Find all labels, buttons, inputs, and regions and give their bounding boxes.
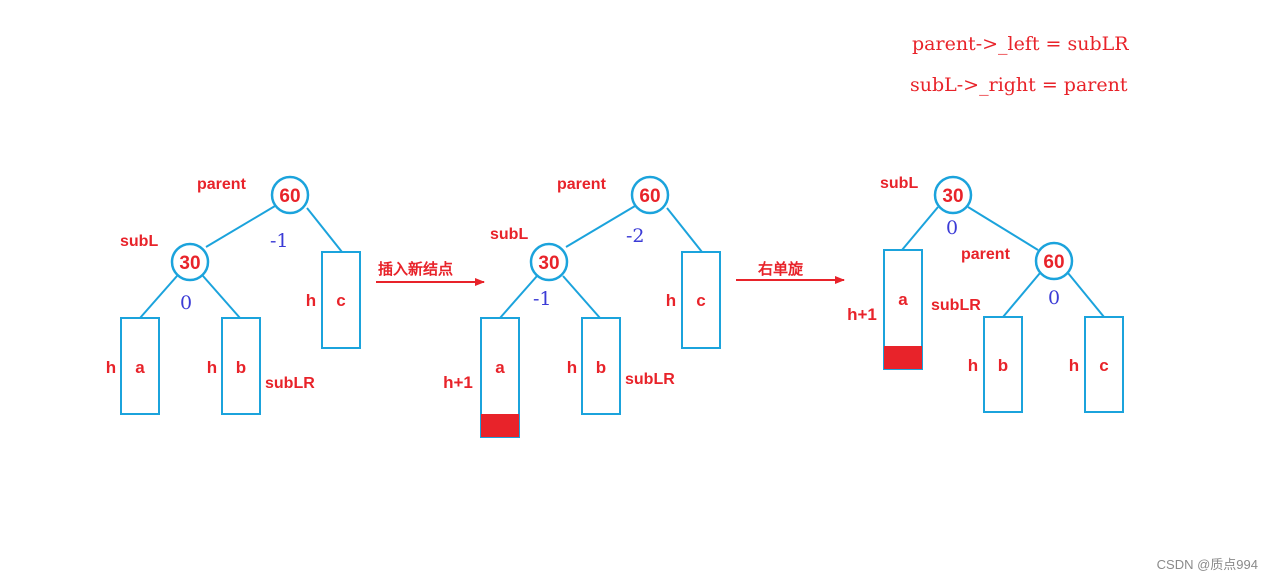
subtree-b: [581, 317, 621, 415]
node-subl: [170, 242, 210, 282]
node-subl: [933, 175, 973, 215]
node-parent-value: 60: [279, 186, 300, 207]
subtree-b-name: b: [596, 358, 606, 377]
node-subl-value: 30: [942, 186, 963, 207]
edge-subl-a: [499, 275, 538, 319]
edge-subl-b: [202, 275, 241, 319]
label-parent: parent: [961, 246, 1011, 263]
subtree-b-name: b: [998, 356, 1008, 375]
label-sublr: subLR: [625, 371, 675, 388]
label-parent: parent: [197, 176, 247, 193]
subtree-b: [221, 317, 261, 415]
code-line-parent-left: parent->_left = subLR: [912, 33, 1129, 55]
subtree-c: [1084, 316, 1124, 413]
step-insert-label: 插入新结点: [378, 260, 453, 278]
node-parent: [1034, 241, 1074, 281]
edge-parent-b: [1002, 272, 1041, 318]
edge-subl-parent: [967, 206, 1039, 251]
inserted-node-block: [481, 414, 519, 437]
edge-parent-c: [1067, 272, 1105, 318]
subtree-c-name: c: [696, 291, 705, 310]
step-insert: 插入新结点: [376, 260, 485, 286]
subtree-c-name: c: [1099, 356, 1108, 375]
subtree-b: [983, 316, 1023, 413]
node-subl-value: 30: [179, 253, 200, 274]
edge-subl-b: [562, 275, 601, 319]
subtree-b-name: b: [236, 358, 246, 377]
label-parent: parent: [557, 176, 607, 193]
node-parent: [630, 175, 670, 215]
subtree-c: [681, 251, 721, 349]
subtree-a-name: a: [495, 358, 505, 377]
subtree-a-height: h+1: [443, 373, 473, 392]
diagram-before-insert: 60 parent -1 30 subL 0 a h b h subLR c h: [106, 175, 361, 415]
node-subl: [529, 242, 569, 282]
edge-subl-a: [901, 206, 939, 251]
label-subl: subL: [120, 233, 158, 250]
edge-parent-subl: [205, 205, 276, 248]
subtree-c: [321, 251, 361, 349]
subtree-a: [120, 317, 160, 415]
node-parent: [270, 175, 310, 215]
subtree-b-height: h: [207, 358, 217, 377]
subl-balance-factor: 0: [180, 292, 192, 314]
subtree-a-name: a: [135, 358, 145, 377]
watermark: CSDN @质点994: [1157, 557, 1258, 572]
parent-balance-factor: -2: [626, 225, 645, 247]
node-subl-value: 30: [538, 253, 559, 274]
subtree-b-height: h: [567, 358, 577, 377]
label-subl: subL: [490, 226, 528, 243]
subtree-a-name: a: [898, 290, 908, 309]
subtree-c-height: h: [306, 291, 316, 310]
subtree-c-height: h: [666, 291, 676, 310]
parent-balance-factor: 0: [1048, 287, 1060, 309]
subtree-b-height: h: [968, 356, 978, 375]
step-rotate-label: 右单旋: [758, 260, 804, 278]
subtree-a-height: h: [106, 358, 116, 377]
subtree-c-height: h: [1069, 356, 1079, 375]
edge-subl-a: [139, 275, 178, 319]
subl-balance-factor: 0: [946, 217, 958, 239]
subtree-c-name: c: [336, 291, 345, 310]
label-subl: subL: [880, 175, 918, 192]
node-parent-value: 60: [1043, 252, 1064, 273]
inserted-node-block: [884, 346, 922, 369]
diagram-after-insert: 60 parent -2 30 subL -1 a h+1 b h subLR …: [443, 175, 721, 438]
diagram-after-rotation: 30 subL 0 60 parent 0 a h+1 subLR b h c …: [847, 175, 1124, 413]
label-sublr: subLR: [265, 375, 315, 392]
subl-balance-factor: -1: [533, 288, 552, 310]
code-line-subl-right: subL->_right = parent: [910, 74, 1128, 96]
parent-balance-factor: -1: [270, 230, 289, 252]
edge-parent-c: [666, 207, 703, 253]
edge-parent-c: [306, 207, 343, 253]
edge-parent-subl: [565, 205, 636, 248]
node-parent-value: 60: [639, 186, 660, 207]
subtree-a-height: h+1: [847, 305, 877, 324]
step-rotate: 右单旋: [736, 260, 845, 284]
label-sublr: subLR: [931, 297, 981, 314]
